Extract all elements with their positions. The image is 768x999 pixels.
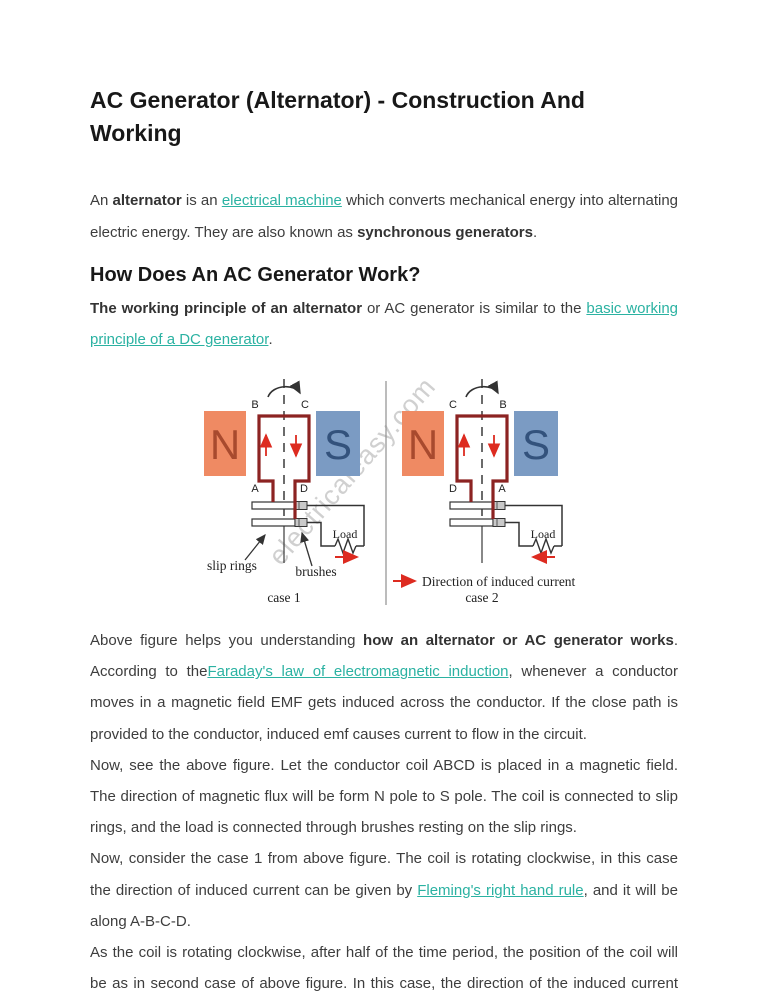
coil-corner-label: D xyxy=(300,483,308,495)
text-link[interactable]: basic working principle of a DC generato… xyxy=(90,299,678,348)
south-pole-letter: S xyxy=(324,421,352,468)
load-resistor xyxy=(532,536,555,556)
body-paragraph: Above figure helps you understanding how… xyxy=(90,625,678,750)
text-run: Now, consider the case 1 from above figu… xyxy=(90,850,678,899)
coil-corner-label: D xyxy=(449,483,457,495)
coil-corner-label: C xyxy=(301,399,309,411)
section-heading: How Does An AC Generator Work? xyxy=(90,263,421,286)
load-label: Load xyxy=(333,527,358,541)
south-magnet xyxy=(316,411,360,477)
north-magnet xyxy=(402,411,444,477)
text-link[interactable]: electrical machine xyxy=(221,192,342,210)
slip-ring-2 xyxy=(449,518,494,527)
brush-2 xyxy=(492,518,506,528)
bold-text: how an alternator or AC generator works xyxy=(363,632,674,650)
text-run: or AC generator is similar to the xyxy=(362,299,587,317)
text-run: Now, see the above figure. Let the condu… xyxy=(90,756,678,837)
slip-ring-2 xyxy=(251,518,296,527)
case1-caption: case 1 xyxy=(267,590,300,605)
bold-text: The working principle of an alternator xyxy=(90,299,363,317)
intro-paragraph: An alternator is an electrical machine w… xyxy=(90,185,678,247)
text-link[interactable]: Fleming's right hand rule xyxy=(417,881,584,899)
rotation-arrow-icon xyxy=(465,380,499,398)
legend-label: Direction of induced current xyxy=(422,574,576,589)
armature-coil xyxy=(257,414,311,520)
circuit-wire xyxy=(307,504,365,547)
brush-1 xyxy=(294,501,308,511)
slip-rings-pointer xyxy=(244,534,266,561)
coil-corner-label: A xyxy=(498,483,506,495)
text-link[interactable]: Faraday's law of electromagnetic inducti… xyxy=(207,663,509,681)
north-pole-letter: N xyxy=(210,421,240,468)
text-run: Above figure helps you understanding xyxy=(90,632,364,650)
case2-group: N S C B D A Load xyxy=(393,379,576,605)
north-magnet xyxy=(204,411,246,477)
body-paragraph: As the coil is rotating clockwise, after… xyxy=(90,937,678,999)
coil-corner-label: C xyxy=(449,399,457,411)
bold-text: synchronous generators xyxy=(357,223,533,241)
bold-text: alternator xyxy=(112,192,182,210)
text-run: As the coil is rotating clockwise, after… xyxy=(90,943,678,993)
case1-group: N S B C A D Load slip xyxy=(204,379,365,605)
page-title: AC Generator (Alternator) - Construction… xyxy=(90,87,585,146)
ac-generator-diagram: electricaleasy.com N S xyxy=(204,371,576,606)
text-run: An xyxy=(90,192,113,210)
coil-corner-label: A xyxy=(251,483,259,495)
slip-rings-label: slip rings xyxy=(207,558,257,573)
load-label: Load xyxy=(531,527,556,541)
text-run: , and it will be along A-B-C-D. xyxy=(90,881,678,930)
body-paragraph: Now, see the above figure. Let the condu… xyxy=(90,750,678,844)
armature-coil xyxy=(455,414,509,520)
text-run: , whenever a conductor moves in a magnet… xyxy=(90,663,678,743)
circuit-wire xyxy=(505,504,563,547)
brushes-label: brushes xyxy=(295,564,336,579)
slip-ring-1 xyxy=(251,501,296,510)
text-run: is an xyxy=(181,192,222,210)
text-run: . xyxy=(532,223,538,241)
load-resistor xyxy=(334,536,357,556)
south-pole-letter: S xyxy=(522,421,550,468)
case2-caption: case 2 xyxy=(465,590,498,605)
principle-paragraph: The working principle of an alternator o… xyxy=(90,293,678,355)
text-run: . xyxy=(268,330,273,348)
rotation-arrow-icon xyxy=(267,380,301,398)
coil-corner-label: B xyxy=(251,399,258,411)
north-pole-letter: N xyxy=(408,421,438,468)
text-run: . According to the xyxy=(90,632,678,681)
brush-2 xyxy=(294,518,308,528)
brushes-pointer xyxy=(300,531,313,567)
ac-generator-figure: electricaleasy.com N S xyxy=(149,359,619,609)
slip-ring-1 xyxy=(449,501,494,510)
coil-corner-label: B xyxy=(499,399,506,411)
text-run: which converts mechanical energy into al… xyxy=(90,192,679,241)
brush-1 xyxy=(492,501,506,511)
south-magnet xyxy=(514,411,558,477)
body-paragraph: Now, consider the case 1 from above figu… xyxy=(90,843,678,937)
